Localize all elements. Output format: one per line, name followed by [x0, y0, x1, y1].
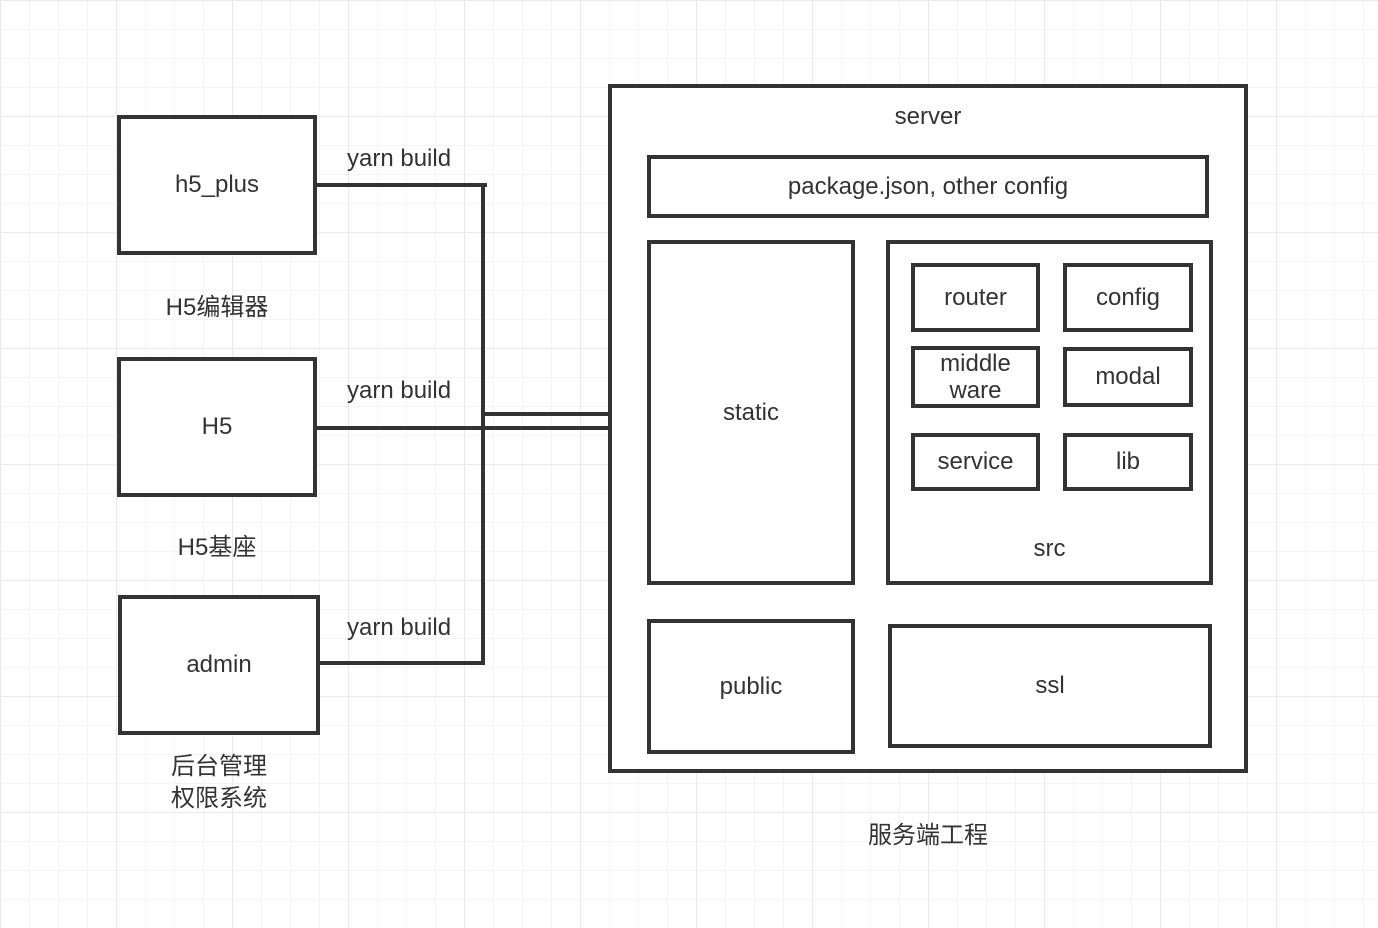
node-label: h5_plus [174, 171, 260, 198]
node-static[interactable]: static [647, 240, 855, 585]
caption-h5: H5基座 [177, 534, 257, 561]
connector-h5-to-static [317, 426, 623, 430]
node-router[interactable]: router [911, 263, 1040, 332]
connector-trunk-to-static [483, 412, 623, 416]
node-admin[interactable]: admin [118, 595, 320, 735]
edge-label-admin: yarn build [347, 614, 452, 641]
caption-admin: 后台管理 权限系统 [171, 753, 267, 812]
node-h5[interactable]: H5 [117, 357, 317, 497]
server-title: server [894, 103, 962, 130]
node-ssl[interactable]: ssl [888, 624, 1212, 748]
node-label: H5 [201, 413, 233, 440]
node-label: admin [186, 651, 252, 678]
node-lib[interactable]: lib [1063, 433, 1193, 491]
node-middleware[interactable]: middle ware [911, 346, 1040, 408]
node-label: middle ware [940, 350, 1011, 404]
node-label: router [944, 283, 1007, 311]
node-service[interactable]: service [911, 433, 1040, 491]
node-modal[interactable]: modal [1063, 347, 1193, 407]
node-config[interactable]: config [1063, 263, 1193, 332]
connector-vertical-trunk [481, 183, 485, 665]
node-label: lib [1115, 448, 1140, 475]
node-label: public [719, 672, 783, 700]
node-label: ssl [1035, 672, 1065, 699]
node-label: modal [1095, 363, 1161, 390]
node-label: service [937, 448, 1014, 475]
connector-h5-plus-out [317, 183, 487, 187]
src-title: src [1033, 535, 1066, 562]
caption-h5-plus: H5编辑器 [165, 294, 269, 321]
caption-server: 服务端工程 [868, 822, 988, 849]
node-label: package.json, other config [787, 172, 1069, 200]
node-label: config [1095, 283, 1161, 311]
edge-label-h5: yarn build [347, 377, 452, 404]
node-package-config[interactable]: package.json, other config [647, 155, 1209, 218]
edge-label-h5-plus: yarn build [347, 145, 452, 172]
node-label: static [722, 398, 779, 426]
node-h5-plus[interactable]: h5_plus [117, 115, 317, 255]
connector-admin-out [320, 661, 485, 665]
node-public[interactable]: public [647, 619, 855, 754]
